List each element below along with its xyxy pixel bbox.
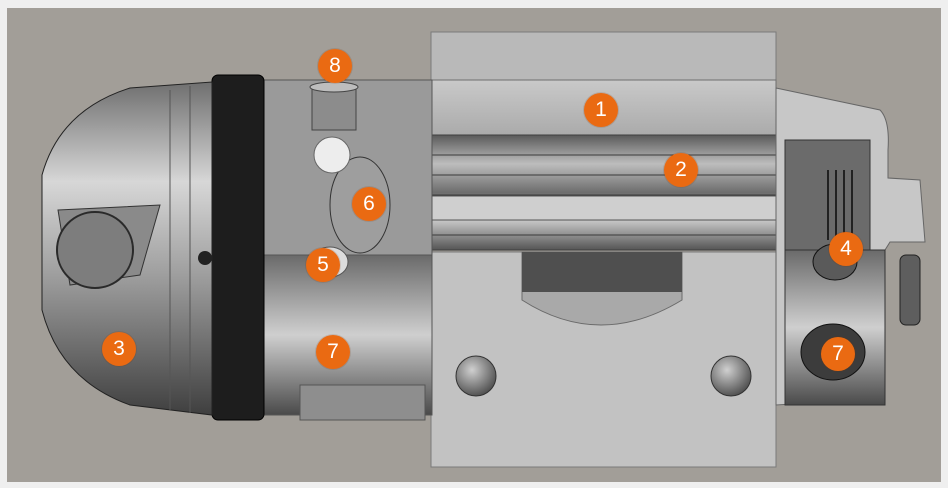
- callout-1: 1: [584, 93, 618, 127]
- callout-8: 8: [318, 49, 352, 83]
- callout-7-left: 7: [316, 335, 350, 369]
- callout-6: 6: [352, 187, 386, 221]
- cutaway-motor-illustration: [41, 31, 926, 468]
- diagram-frame: 1 2 3 4 5 6 7 7 8: [7, 8, 941, 482]
- callout-4: 4: [829, 232, 863, 266]
- callout-5: 5: [306, 248, 340, 282]
- callout-3: 3: [102, 332, 136, 366]
- callout-7-right: 7: [821, 337, 855, 371]
- callout-2: 2: [664, 153, 698, 187]
